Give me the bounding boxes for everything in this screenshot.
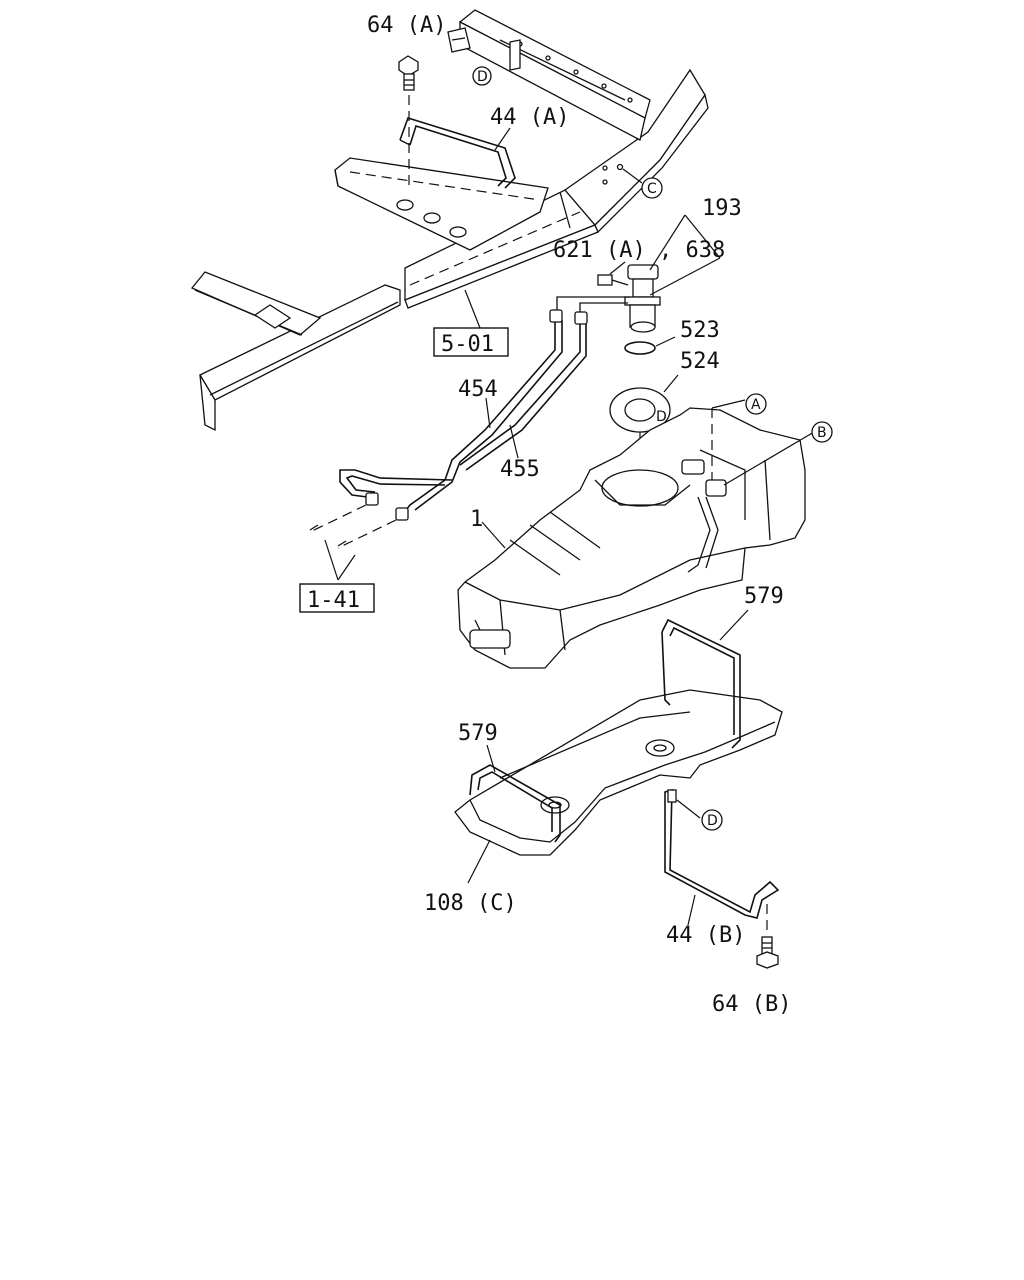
svg-text:D: D	[477, 69, 488, 85]
label-strap-579-left: 579	[458, 721, 498, 746]
fuel-pipes	[309, 309, 588, 581]
label-strap-44a: 44 (A)	[490, 105, 569, 130]
callout-c: C	[641, 177, 663, 199]
label-tank-1: 1	[470, 507, 483, 532]
ring-mark-d: D	[656, 409, 667, 425]
label-bolt-64a: 64 (A)	[367, 13, 446, 38]
svg-text:A: A	[751, 397, 761, 413]
label-oring-523: 523	[680, 318, 720, 343]
callout-a: A	[745, 393, 767, 415]
svg-text:B: B	[817, 425, 827, 441]
callout-d-top: D	[472, 66, 492, 86]
fuel-tank	[457, 399, 815, 669]
bolt-64b	[756, 900, 779, 969]
o-ring-523	[624, 336, 676, 355]
ref-box-1-41: 1-41	[299, 583, 375, 613]
svg-text:D: D	[707, 813, 718, 829]
label-strap-579-right: 579	[744, 584, 784, 609]
label-pipe-455: 455	[500, 457, 540, 482]
chassis-frame	[190, 9, 709, 432]
svg-text:1-41: 1-41	[307, 588, 360, 613]
strap-44a	[399, 117, 516, 189]
ref-box-5-01: 5-01	[433, 327, 509, 357]
label-strap-44b: 44 (B)	[666, 923, 745, 948]
label-pump-193: 193	[702, 196, 742, 221]
svg-text:5-01: 5-01	[441, 332, 494, 357]
label-pipe-454: 454	[458, 377, 498, 402]
callout-d-bottom: D	[701, 809, 723, 831]
tank-protector-plate	[454, 689, 783, 884]
bolt-64a	[398, 55, 419, 190]
label-protector-108c: 108 (C)	[424, 891, 517, 916]
fuel-pump-assembly	[556, 214, 721, 333]
label-ring-524: 524	[680, 349, 720, 374]
strap-579-right	[661, 609, 749, 749]
svg-text:C: C	[647, 181, 657, 197]
label-pump-parts: 621 (A) , 638	[553, 238, 725, 263]
callout-b: B	[811, 421, 833, 443]
strap-579-left	[469, 744, 561, 843]
strap-44b	[664, 788, 780, 926]
label-bolt-64b: 64 (B)	[712, 992, 791, 1017]
